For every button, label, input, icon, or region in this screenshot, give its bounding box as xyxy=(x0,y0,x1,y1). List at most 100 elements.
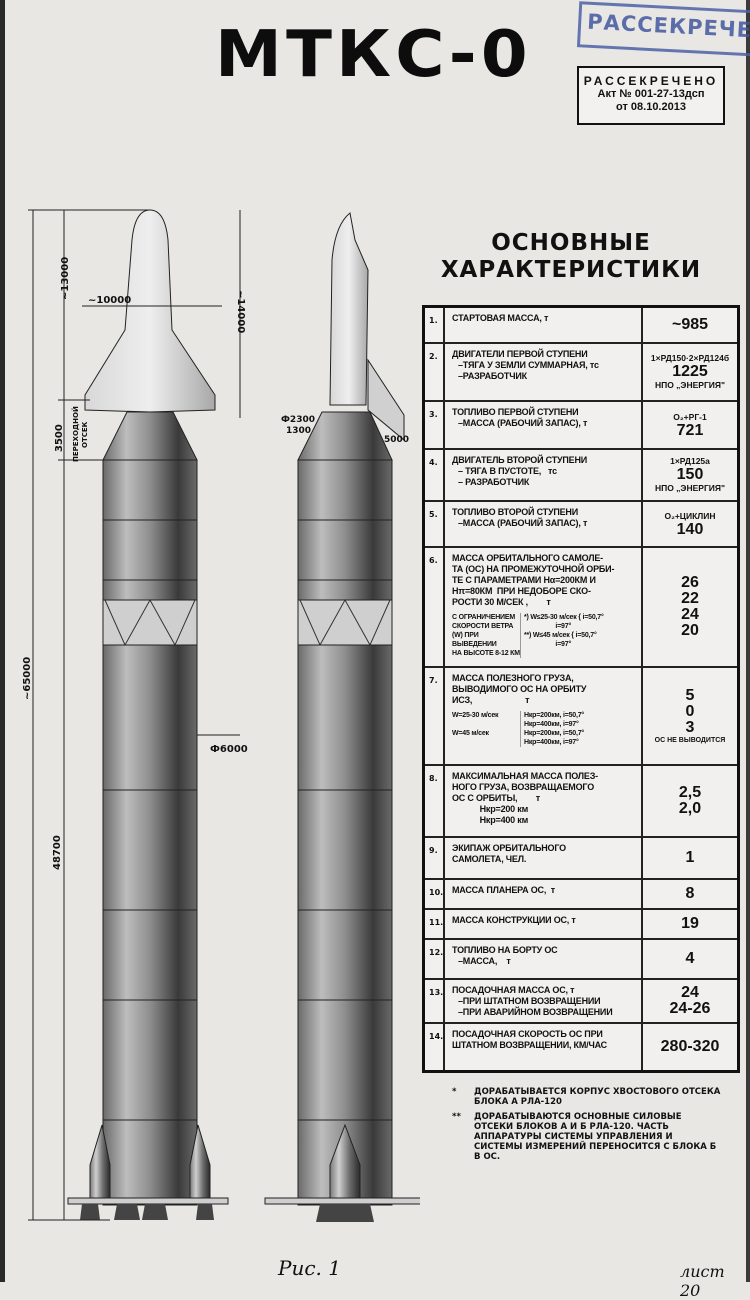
label-line: – РАЗРАБОТЧИК xyxy=(458,477,530,487)
dim-body-diameter: Ф6000 xyxy=(210,744,248,755)
label-line: –МАССА (РАБОЧИЙ ЗАПАС), т xyxy=(458,418,588,428)
row-label: МАССА КОНСТРУКЦИИ ОС, т xyxy=(445,910,643,938)
value-line: 2,0 xyxy=(678,800,702,817)
condition-value: *) W≤25-30 м/сек { i=50,7° xyxy=(524,614,604,621)
row-number: 7. xyxy=(425,668,445,764)
value-line: 140 xyxy=(676,520,704,538)
label-line: НОГО ГРУЗА, ВОЗВРАЩАЕМОГО xyxy=(452,782,594,792)
label-line: ПОСАДОЧНАЯ СКОРОСТЬ ОС ПРИ xyxy=(452,1029,603,1039)
row-label: СТАРТОВАЯ МАССА, т xyxy=(445,308,643,342)
label-line: ТОПЛИВО ПЕРВОЙ СТУПЕНИ xyxy=(452,407,579,417)
row-label: ТОПЛИВО ВТОРОЙ СТУПЕНИ–МАССА (РАБОЧИЙ ЗА… xyxy=(445,502,643,546)
value-line: 19 xyxy=(681,915,699,932)
value-line: 1×РД125а xyxy=(670,456,710,466)
footnote-mark: * xyxy=(452,1087,457,1097)
value-line: 8 xyxy=(685,885,695,902)
figure-caption: Рис. 1 xyxy=(278,1256,341,1280)
row-value: 280-320 xyxy=(643,1024,737,1070)
dim-total-length: ~65000 xyxy=(22,657,33,700)
table-row: 8.МАКСИМАЛЬНАЯ МАССА ПОЛЕЗ-НОГО ГРУЗА, В… xyxy=(425,766,737,838)
label-line: Hπ=80КМ ПРИ НЕДОБОРЕ СКО- xyxy=(452,586,591,596)
condition-text: НА ВЫСОТЕ 8-12 КМ xyxy=(452,650,520,657)
row-value: 1 xyxy=(643,838,737,878)
stamp-line-1: РАССЕКРЕЧЕНО xyxy=(583,74,719,88)
dim-adapter-side: 5000 xyxy=(384,435,409,445)
scan-edge-left xyxy=(0,0,5,1282)
label-line: ШТАТНОМ ВОЗВРАЩЕНИИ, КМ/ЧАС xyxy=(452,1040,607,1050)
row-number: 10. xyxy=(425,880,445,908)
label-line: ВЫВОДИМОГО ОС НА ОРБИТУ xyxy=(452,684,587,694)
value-line: 22 xyxy=(681,590,699,607)
row-number: 9. xyxy=(425,838,445,878)
condition-text: СКОРОСТИ ВЕТРА xyxy=(452,623,514,630)
dim-orbiter-length: ~13000 xyxy=(60,257,71,300)
dim-adapter-label-1: ПЕРЕХОДНОЙ xyxy=(71,406,80,462)
footnote: **ДОРАБАТЫВАЮТСЯ ОСНОВНЫЕ СИЛОВЫЕ ОТСЕКИ… xyxy=(452,1112,722,1162)
value-line: 26 xyxy=(681,574,699,591)
row-label: ТОПЛИВО ПЕРВОЙ СТУПЕНИ–МАССА (РАБОЧИЙ ЗА… xyxy=(445,402,643,448)
value-line: 2,5 xyxy=(678,784,702,801)
row-label: ТОПЛИВО НА БОРТУ ОС–МАССА, т xyxy=(445,940,643,978)
label-line: САМОЛЕТА, ЧЕЛ. xyxy=(452,854,527,864)
footnotes: *ДОРАБАТЫВАЕТСЯ КОРПУС ХВОСТОВОГО ОТСЕКА… xyxy=(452,1087,722,1162)
footnote: *ДОРАБАТЫВАЕТСЯ КОРПУС ХВОСТОВОГО ОТСЕКА… xyxy=(452,1087,722,1107)
table-row: 13.ПОСАДОЧНАЯ МАССА ОС, т–ПРИ ШТАТНОМ ВО… xyxy=(425,980,737,1024)
condition-text: W=45 м/сек xyxy=(452,730,489,737)
condition-text: С ОГРАНИЧЕНИЕМ xyxy=(452,614,515,621)
value-line: 24 xyxy=(681,606,699,623)
label-line: МАССА КОНСТРУКЦИИ ОС, т xyxy=(452,915,576,925)
heading-line-2: ХАРАКТЕРИСТИКИ xyxy=(440,257,702,283)
row-label: ДВИГАТЕЛЬ ВТОРОЙ СТУПЕНИ– ТЯГА В ПУСТОТЕ… xyxy=(445,450,643,500)
row-label: МАССА ПОЛЕЗНОГО ГРУЗА,ВЫВОДИМОГО ОС НА О… xyxy=(445,668,643,764)
value-line: 24 xyxy=(681,984,699,1001)
table-row: 7.МАССА ПОЛЕЗНОГО ГРУЗА,ВЫВОДИМОГО ОС НА… xyxy=(425,668,737,766)
row-value: 4 xyxy=(643,940,737,978)
value-line: O₂+ЦИКЛИН xyxy=(664,510,716,521)
row-number: 1. xyxy=(425,308,445,342)
condition-value: Hкр=400км, i=97° xyxy=(524,739,579,746)
table-row: 6.МАССА ОРБИТАЛЬНОГО САМОЛЕ-ТА (ОС) НА П… xyxy=(425,548,737,668)
row-value: 8 xyxy=(643,880,737,908)
condition-value: Hкр=400км, i=97° xyxy=(524,721,579,728)
row-value: ~985 xyxy=(643,308,737,342)
row-label: МАССА ОРБИТАЛЬНОГО САМОЛЕ-ТА (ОС) НА ПРО… xyxy=(445,548,643,666)
footnote-mark: ** xyxy=(452,1112,461,1122)
row-value: 19 xyxy=(643,910,737,938)
label-line: СТАРТОВАЯ МАССА, т xyxy=(452,313,549,323)
dim-core-length: 48700 xyxy=(52,835,63,870)
side-view-rocket xyxy=(264,212,420,1222)
value-line: 1 xyxy=(685,849,695,866)
label-line: МАССА ПЛАНЕРА ОС, т xyxy=(452,885,555,895)
dimension-lines xyxy=(28,209,241,1221)
label-line: – ТЯГА В ПУСТОТЕ, тс xyxy=(458,466,557,476)
dim-diameter-top: Ф2300 xyxy=(281,415,315,425)
row-label: МАССА ПЛАНЕРА ОС, т xyxy=(445,880,643,908)
label-line: ТА (ОС) НА ПРОМЕЖУТОЧНОЙ ОРБИ- xyxy=(452,564,615,574)
table-row: 10. МАССА ПЛАНЕРА ОС, т 8 xyxy=(425,880,737,910)
value-line: 1×РД150·2×РД124б xyxy=(650,353,730,363)
value-line: 150 xyxy=(676,466,704,483)
stamp-line-2: Акт № 001-27-13дсп xyxy=(597,88,705,100)
condition-text xyxy=(452,720,520,729)
row-conditions: W=25-30 м/сек W=45 м/сек Hкр=200км, i=50… xyxy=(452,711,638,747)
condition-value: i=97° xyxy=(524,641,572,648)
value-line: НПО „ЭНЕРГИЯ" xyxy=(654,380,726,390)
table-row: 5.ТОПЛИВО ВТОРОЙ СТУПЕНИ–МАССА (РАБОЧИЙ … xyxy=(425,502,737,548)
dim-adapter-length: 3500 xyxy=(54,424,65,452)
conditions-left: W=25-30 м/сек W=45 м/сек xyxy=(452,711,520,747)
condition-value: i=97° xyxy=(524,623,572,630)
label-line: ТОПЛИВО НА БОРТУ ОС xyxy=(452,945,558,955)
label-line: Hкр=200 км xyxy=(452,804,529,814)
row-number: 11. xyxy=(425,910,445,938)
label-line: ДВИГАТЕЛЬ ВТОРОЙ СТУПЕНИ xyxy=(452,455,588,465)
sheet-number: лист 20 xyxy=(680,1262,725,1300)
rocket-drawings: ~13000 ~10000 ~14000 3500 ПЕРЕХОДНОЙ ОТС… xyxy=(22,209,420,1222)
value-line: 20 xyxy=(681,622,699,639)
